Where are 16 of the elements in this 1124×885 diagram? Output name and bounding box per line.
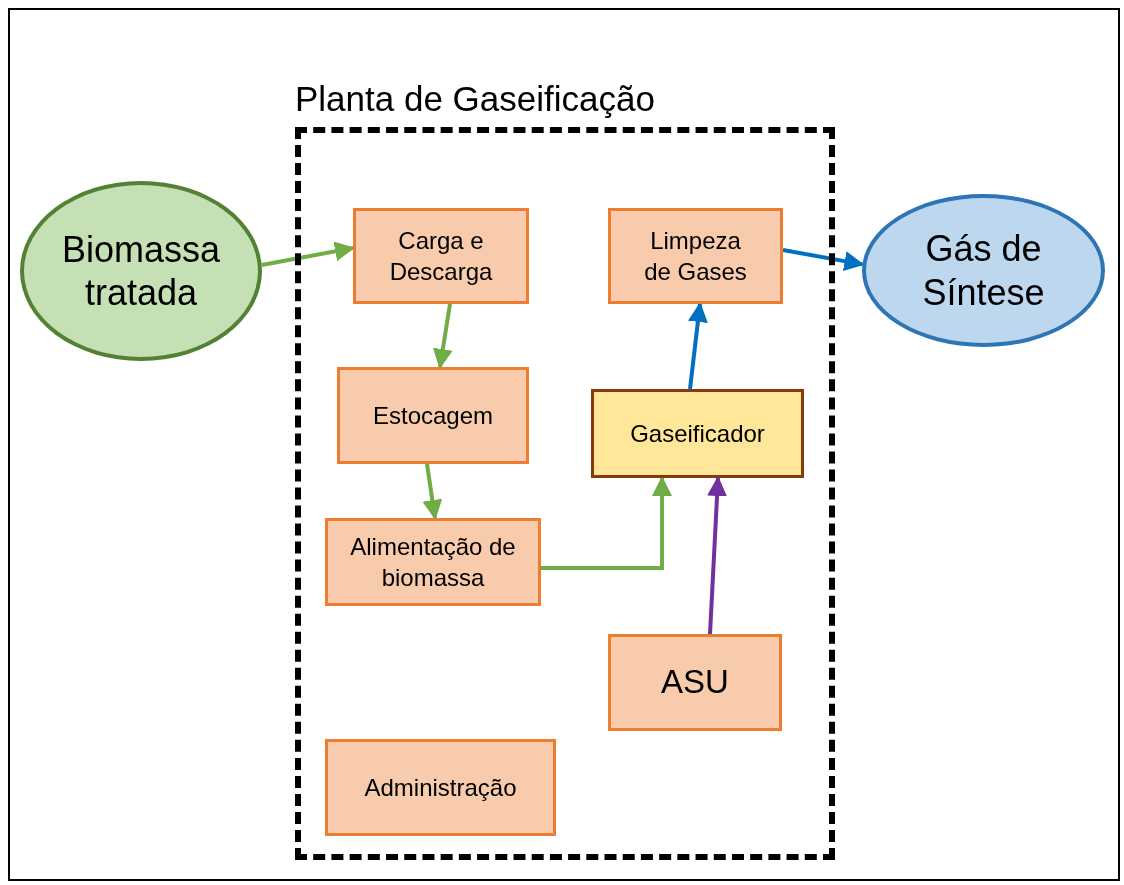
process-box: Carga e Descarga <box>353 208 529 304</box>
arrow <box>541 476 672 570</box>
arrow <box>432 303 453 369</box>
process-box: Limpeza de Gases <box>608 208 783 304</box>
gasifier-box: Gaseificador <box>591 389 804 478</box>
arrow <box>422 463 443 520</box>
process-box: Administração <box>325 739 556 836</box>
arrow <box>261 241 355 267</box>
arrow <box>707 476 728 635</box>
process-box: Estocagem <box>337 367 529 464</box>
input-ellipse: Biomassa tratada <box>20 181 262 361</box>
arrow <box>687 302 708 390</box>
output-ellipse: Gás de Síntese <box>862 194 1105 347</box>
process-box: Alimentação de biomassa <box>325 518 541 606</box>
group-title: Planta de Gaseificação <box>295 78 655 120</box>
process-box: ASU <box>608 634 782 731</box>
